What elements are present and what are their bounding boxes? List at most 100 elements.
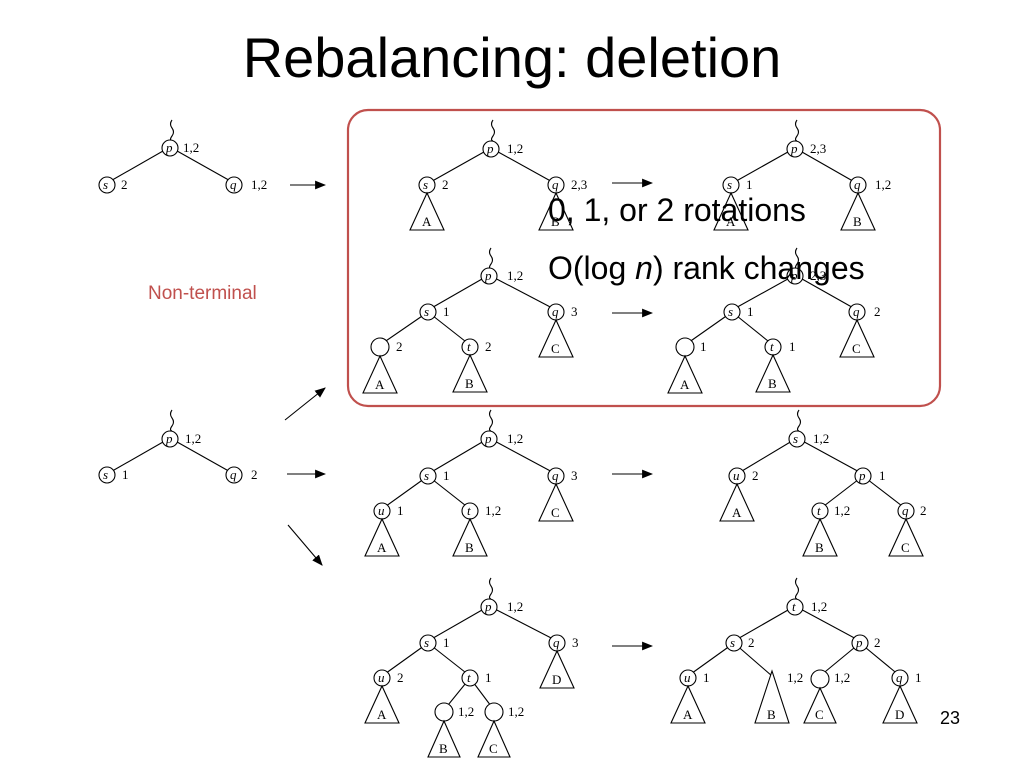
rank-label: 1 <box>397 503 404 518</box>
rank-label: 1,2 <box>507 268 523 283</box>
rank-label: 1,2 <box>183 140 199 155</box>
subtree-label: C <box>815 707 824 722</box>
tree-c: p 2,3 s 1 A q 1,2 B <box>713 119 891 231</box>
rank-label: 1 <box>443 304 450 319</box>
bullet-rotations: 0, 1, or 2 rotations <box>548 192 806 228</box>
node-q-label: q <box>854 177 861 192</box>
rank-label: 3 <box>571 304 578 319</box>
subtree-label: A <box>732 505 742 520</box>
tree-h: s 1,2 u 2 A p 1 t 1,2 B q 2 C <box>719 409 927 557</box>
node-q-label: q <box>902 503 909 518</box>
subtree-label: A <box>377 540 387 555</box>
arrow <box>287 524 323 566</box>
rank-label: 2 <box>485 339 492 354</box>
rank-label: 2,3 <box>571 177 587 192</box>
node-p-label: p <box>484 599 492 614</box>
rank-label: 1,2 <box>834 670 850 685</box>
subtree-label: D <box>895 707 904 722</box>
node-p-label: p <box>165 431 173 446</box>
slide-title: Rebalancing: deletion <box>242 26 782 89</box>
rank-label: 1 <box>879 468 886 483</box>
subtree-label: A <box>726 214 736 229</box>
rank-label: 2 <box>748 635 755 650</box>
node-u-label: u <box>733 468 740 483</box>
tree-b: p 1,2 s 2 A q 2,3 B <box>409 119 587 231</box>
node-s-label: s <box>727 177 732 192</box>
tree-j: t 1,2 s 2 p 2 u 1 A B 1,2 1,2 C q 1 D <box>670 577 922 724</box>
subtree-label: B <box>767 707 776 722</box>
subtree-label: D <box>552 672 561 687</box>
node-s-label: s <box>728 304 733 319</box>
node-s-label: s <box>103 467 108 482</box>
subtree-label: A <box>422 214 432 229</box>
rank-label: 1,2 <box>787 670 803 685</box>
tree-d: p 1,2 s 1 q 3 C 2 A t 2 B <box>362 247 578 394</box>
rank-label: 1,2 <box>834 503 850 518</box>
subtree-label: B <box>439 741 448 756</box>
node-s-label: s <box>424 304 429 319</box>
subtree-label: C <box>551 505 560 520</box>
rank-label: 1 <box>703 670 710 685</box>
rank-label: 2 <box>251 467 258 482</box>
rank-label: 2,3 <box>810 141 826 156</box>
subtree-label: B <box>768 376 777 391</box>
subtree-label: B <box>465 540 474 555</box>
subtree-label: C <box>489 741 498 756</box>
rank-label: 1 <box>443 468 450 483</box>
rank-label: 3 <box>571 468 578 483</box>
node-q-label: q <box>553 635 560 650</box>
rank-label: 1,2 <box>875 177 891 192</box>
node-q-label: q <box>896 670 903 685</box>
rank-label: 1 <box>122 467 129 482</box>
subtree-label: A <box>683 707 693 722</box>
node-t-label: t <box>467 503 471 518</box>
subtree-label: C <box>901 540 910 555</box>
node-t-label: t <box>770 339 774 354</box>
node-p-label: p <box>790 141 798 156</box>
subtree-label: C <box>852 341 861 356</box>
node-p-label: p <box>165 140 173 155</box>
rank-label: 1 <box>700 339 707 354</box>
rank-label: 1 <box>789 339 796 354</box>
node-q-label: q <box>230 177 237 192</box>
node-q-label: q <box>230 467 237 482</box>
node-q-label: q <box>552 304 559 319</box>
bullet-suffix: ) <box>652 250 673 286</box>
rank-label: 1 <box>443 635 450 650</box>
node-q-label: q <box>552 177 559 192</box>
subtree-label: B <box>853 214 862 229</box>
rank-label: 1,2 <box>185 431 201 446</box>
rank-label: 1,2 <box>507 431 523 446</box>
tree-e: p 2,3 s 1 q 2 C 1 A t 1 B <box>667 247 881 394</box>
rank-label: 1 <box>915 670 922 685</box>
arrow <box>284 387 326 421</box>
rank-label: 1,2 <box>813 431 829 446</box>
node-u-label: u <box>378 670 385 685</box>
rank-label: 3 <box>572 635 579 650</box>
node-s-label: s <box>423 177 428 192</box>
rank-label: 2 <box>396 339 403 354</box>
bullet-variable: n <box>635 250 653 286</box>
rank-label: 1,2 <box>251 177 267 192</box>
node-t-label: t <box>792 599 796 614</box>
rank-label: 1 <box>485 670 492 685</box>
rank-label: 2 <box>752 468 759 483</box>
node-p-label: p <box>484 431 492 446</box>
node-p-label: p <box>790 268 798 283</box>
bullet-prefix: O(log <box>548 250 636 286</box>
subtree-label: A <box>680 377 690 392</box>
subtree-label: A <box>375 377 385 392</box>
bullet-text: rank changes <box>672 250 865 286</box>
rank-label: 1,2 <box>458 704 474 719</box>
node-p-label: p <box>484 268 492 283</box>
node-s-label: s <box>730 635 735 650</box>
node-q-label: q <box>552 468 559 483</box>
node-t-label: t <box>467 670 471 685</box>
rank-label: 2 <box>442 177 449 192</box>
node-p-label: p <box>486 141 494 156</box>
non-terminal-label: Non-terminal <box>148 283 257 304</box>
rank-label: 1,2 <box>485 503 501 518</box>
rank-label: 1 <box>746 177 753 192</box>
tree-g: p 1,2 s 1 q 3 C u 1 A t 1,2 B <box>364 409 578 557</box>
rank-label: 1,2 <box>507 599 523 614</box>
